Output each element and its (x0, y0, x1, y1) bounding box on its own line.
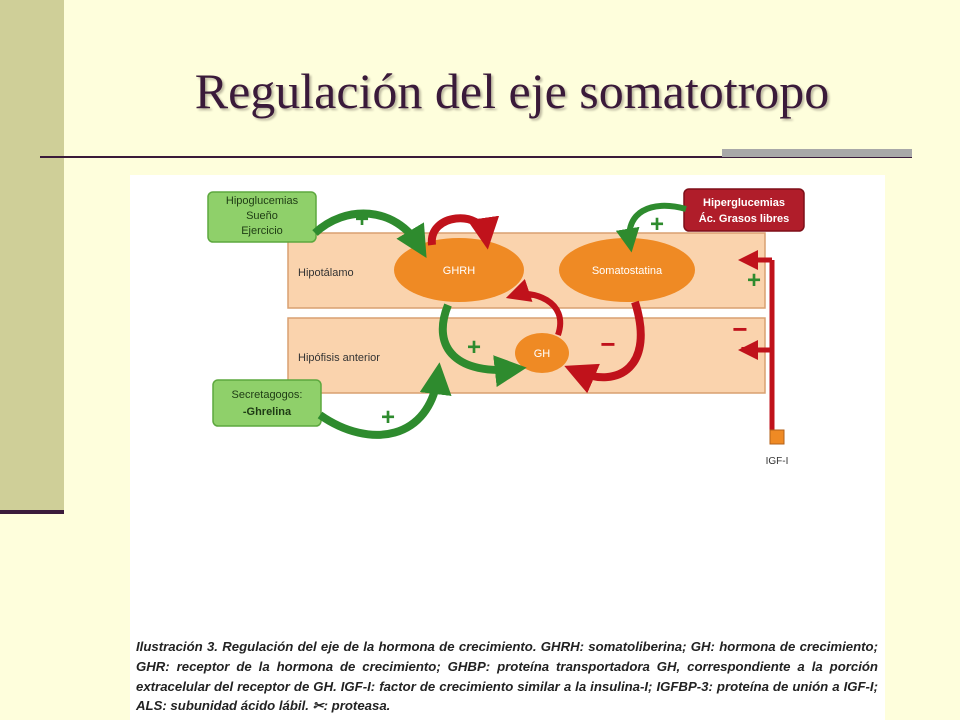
secretagogues-to-gh-arrow (317, 362, 452, 439)
title-rule (40, 156, 912, 158)
secretagogues-line-2: -Ghrelina (243, 406, 292, 418)
hypoglycemia-line-3: Ejercicio (241, 225, 283, 237)
somatostatin-to-gh-inhibition-arrow (564, 300, 645, 394)
plus-sign: + (355, 206, 369, 233)
somatostatin-node (559, 238, 695, 302)
side-bar (0, 0, 64, 512)
slide-title: Regulación del eje somatotropo (194, 63, 830, 119)
igf-node (769, 429, 785, 445)
side-bar-foot (0, 510, 64, 514)
plus-sign: + (747, 267, 761, 294)
hypoglycemia-box (207, 191, 317, 243)
diagram-panel: Hipotálamo Hipófisis anterior GHRH Somat… (130, 175, 885, 720)
plus-sign: + (467, 334, 481, 361)
pituitary-label: Hipófisis anterior (298, 352, 380, 364)
ghrh-self-inhibition-arrow (427, 214, 500, 250)
plus-sign: + (650, 211, 664, 238)
hypoglycemia-line-2: Sueño (246, 210, 278, 222)
igf-label: IGF-I (766, 456, 789, 467)
minus-sign: − (600, 329, 615, 359)
regulation-diagram: Hipotálamo Hipófisis anterior GHRH Somat… (207, 188, 805, 467)
gh-label: GH (534, 348, 551, 360)
secretagogues-line-1: Secretagogos: (232, 389, 303, 401)
hyperglycemia-line-1: Hiperglucemias (703, 197, 785, 209)
secretagogues-box (212, 379, 322, 427)
hyperglycemia-line-2: Ác. Grasos libres (699, 212, 790, 225)
somatostatin-label: Somatostatina (592, 265, 663, 277)
title-rule-accent (722, 149, 912, 157)
minus-sign: − (740, 333, 755, 363)
ghrh-label: GHRH (443, 265, 475, 277)
gh-node (515, 333, 569, 373)
plus-sign: + (381, 404, 395, 431)
minus-sign: − (732, 314, 747, 344)
gh-to-ghrh-inhibition-arrow (505, 279, 564, 336)
minus-sign: − (527, 281, 542, 311)
stimuli-to-ghrh-arrow (312, 209, 427, 258)
hyperglycemia-to-somatostatin-arrow (615, 202, 687, 253)
hypoglycemia-line-1: Hipoglucemias (226, 195, 299, 207)
figure-caption: Ilustración 3. Regulación del eje de la … (136, 639, 878, 714)
ghrh-to-gh-arrow (438, 303, 527, 388)
hypothalamus-label: Hipotálamo (298, 267, 354, 279)
minus-sign: − (447, 205, 462, 235)
